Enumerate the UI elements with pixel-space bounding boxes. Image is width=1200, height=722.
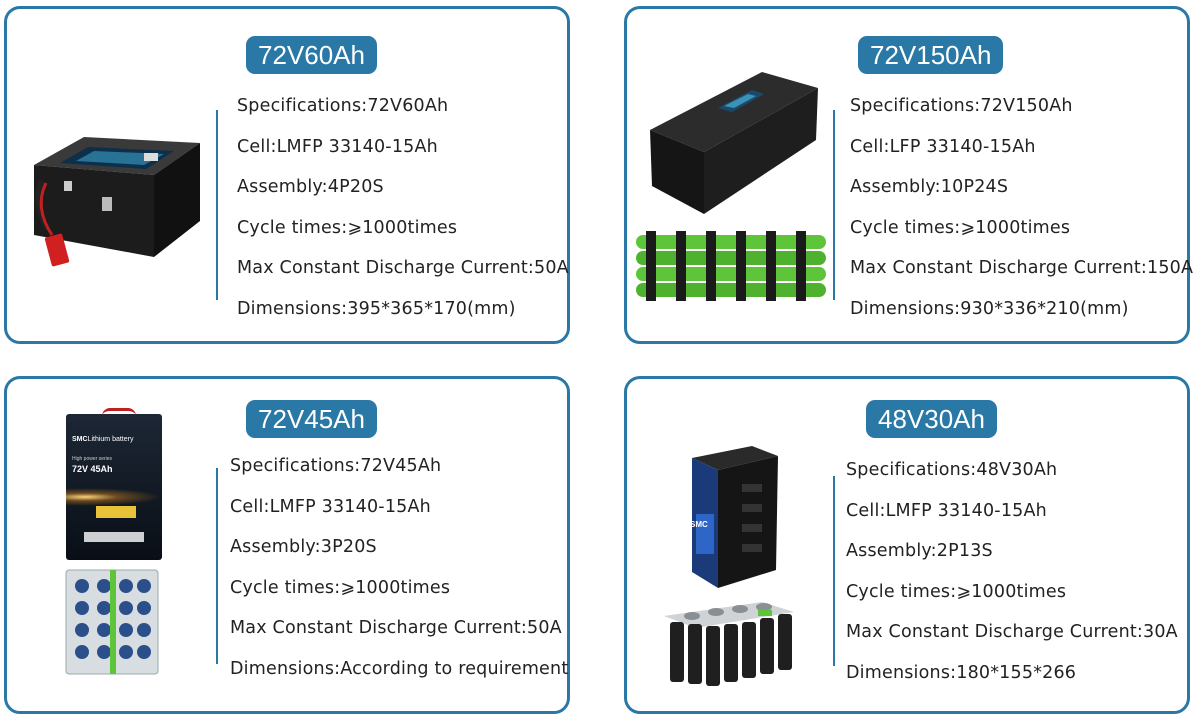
- spec-max-discharge-current: Max Constant Discharge Current:50A: [237, 258, 569, 279]
- product-title-badge: 72V150Ah: [858, 36, 1004, 74]
- product-title-badge: 72V60Ah: [246, 36, 377, 74]
- terminal-wires: [102, 408, 136, 419]
- spec-cycle-times: Cycle times:⩾1000times: [850, 217, 1071, 238]
- spec-cell: Cell:LFP 33140-15Ah: [850, 136, 1036, 157]
- spec-max-discharge-current: Max Constant Discharge Current:30A: [846, 622, 1178, 643]
- spec-list: Specifications:72V45Ah Cell:LMFP 33140-1…: [230, 446, 568, 690]
- product-title-badge: 72V45Ah: [246, 400, 377, 438]
- spec-max-discharge-current: Max Constant Discharge Current:150A: [850, 258, 1194, 279]
- spec-assembly: Assembly:2P13S: [846, 541, 993, 562]
- spec-dimensions: Dimensions:395*365*170(mm): [237, 298, 516, 319]
- spec-specifications: Specifications:72V60Ah: [237, 96, 449, 116]
- battery-case-image: [650, 72, 818, 214]
- spec-cell: Cell:LMFP 33140-15Ah: [230, 496, 431, 517]
- spec-assembly: Assembly:10P24S: [850, 177, 1009, 198]
- cell-module-image: [664, 602, 794, 686]
- spec-divider: [216, 110, 218, 300]
- spec-divider: [833, 110, 835, 300]
- spec-list: Specifications:72V150Ah Cell:LFP 33140-1…: [850, 86, 1193, 330]
- spec-cycle-times: Cycle times:⩾1000times: [237, 217, 458, 238]
- spec-specifications: Specifications:48V30Ah: [846, 460, 1058, 480]
- series-label: High power series: [72, 456, 113, 462]
- battery-cells-image: [636, 231, 826, 301]
- spec-divider: [833, 476, 835, 666]
- spec-cycle-times: Cycle times:⩾1000times: [846, 581, 1067, 602]
- spec-cycle-times: Cycle times:⩾1000times: [230, 577, 451, 598]
- spec-list: Specifications:72V60Ah Cell:LMFP 33140-1…: [237, 86, 569, 330]
- spec-divider: [216, 468, 218, 664]
- brand-logo: SMC: [72, 436, 88, 443]
- brand-suffix: Lithium battery: [87, 436, 134, 443]
- spec-cell: Cell:LMFP 33140-15Ah: [237, 136, 438, 157]
- spec-specifications: Specifications:72V150Ah: [850, 96, 1073, 116]
- battery-box-image: SMCLithium battery High power series 72V…: [66, 408, 162, 560]
- spec-list: Specifications:48V30Ah Cell:LMFP 33140-1…: [846, 450, 1178, 694]
- product-title-badge: 48V30Ah: [866, 400, 997, 438]
- model-label: 72V 45Ah: [72, 464, 113, 474]
- battery-pack-image: [34, 137, 200, 267]
- brand-logo: SMC: [690, 520, 708, 529]
- spec-assembly: Assembly:4P20S: [237, 177, 384, 198]
- spec-cell: Cell:LMFP 33140-15Ah: [846, 500, 1047, 521]
- spec-dimensions: Dimensions:930*336*210(mm): [850, 298, 1129, 319]
- spec-specifications: Specifications:72V45Ah: [230, 456, 442, 476]
- spec-dimensions: Dimensions:180*155*266: [846, 662, 1077, 683]
- battery-module-image: [65, 569, 159, 675]
- spec-dimensions: Dimensions:According to requirement: [230, 658, 569, 679]
- spec-assembly: Assembly:3P20S: [230, 537, 377, 558]
- spec-max-discharge-current: Max Constant Discharge Current:50A: [230, 618, 562, 639]
- battery-unit-image: [692, 446, 778, 588]
